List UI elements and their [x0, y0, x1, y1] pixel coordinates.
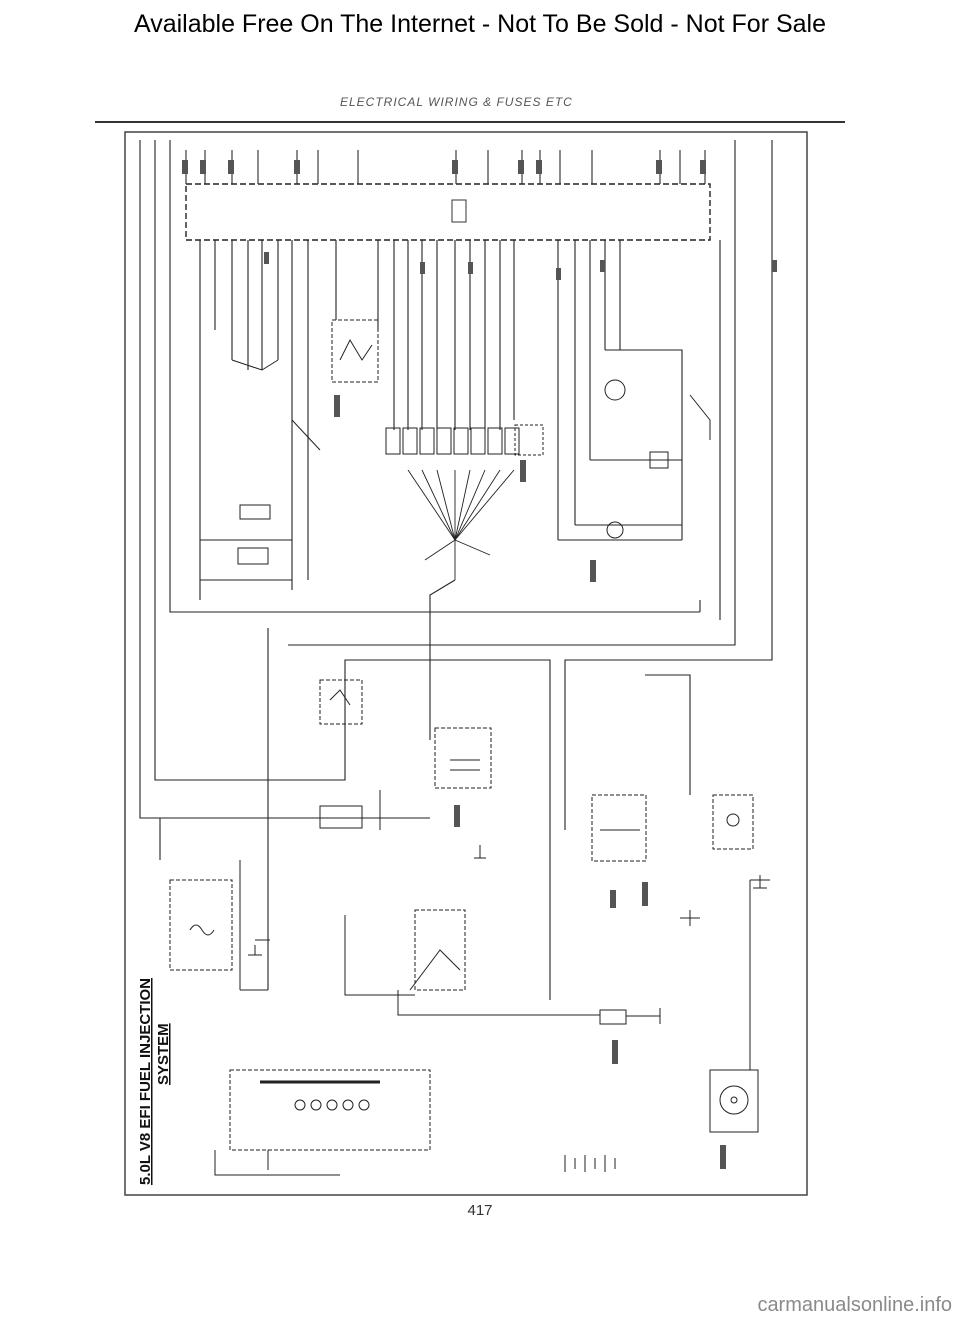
- page-number: 417: [467, 1202, 493, 1219]
- relay-group: [319, 679, 754, 862]
- right-bus-wires: [288, 140, 773, 830]
- watermark-banner: Available Free On The Internet - Not To …: [133, 10, 827, 38]
- battery-and-pump: [564, 1069, 759, 1172]
- diagram-title-line1: 5.0L V8 EFI FUEL INJECTION: [137, 978, 154, 1185]
- temp-sensor: [604, 379, 626, 401]
- injector-connectors: [385, 424, 544, 456]
- diagram-title-line2: SYSTEM: [155, 1023, 172, 1085]
- main-harness-connector: [214, 1069, 431, 1176]
- section-header: ELECTRICAL WIRING & FUSES ETC: [340, 95, 573, 109]
- ground-symbols: [248, 845, 767, 956]
- footer-watermark: carmanualsonline.info: [757, 1294, 952, 1316]
- ecu-output-wires: [199, 240, 621, 600]
- diagram-frame: [124, 131, 808, 1196]
- lower-sensors: [344, 879, 770, 1070]
- coil-pack: [169, 860, 270, 991]
- idle-motor: [331, 319, 379, 383]
- throttle-sensor: [239, 504, 271, 520]
- ecu-module: [185, 183, 711, 241]
- injector-star-junction: [407, 469, 515, 580]
- left-bus-wires: [139, 140, 700, 1000]
- illegible-label-marks: [182, 160, 777, 1169]
- header-rule: [95, 121, 845, 123]
- diagram-title-group: 5.0L V8 EFI FUEL INJECTION SYSTEM: [137, 978, 172, 1185]
- ecu-pin-leads: [185, 150, 706, 184]
